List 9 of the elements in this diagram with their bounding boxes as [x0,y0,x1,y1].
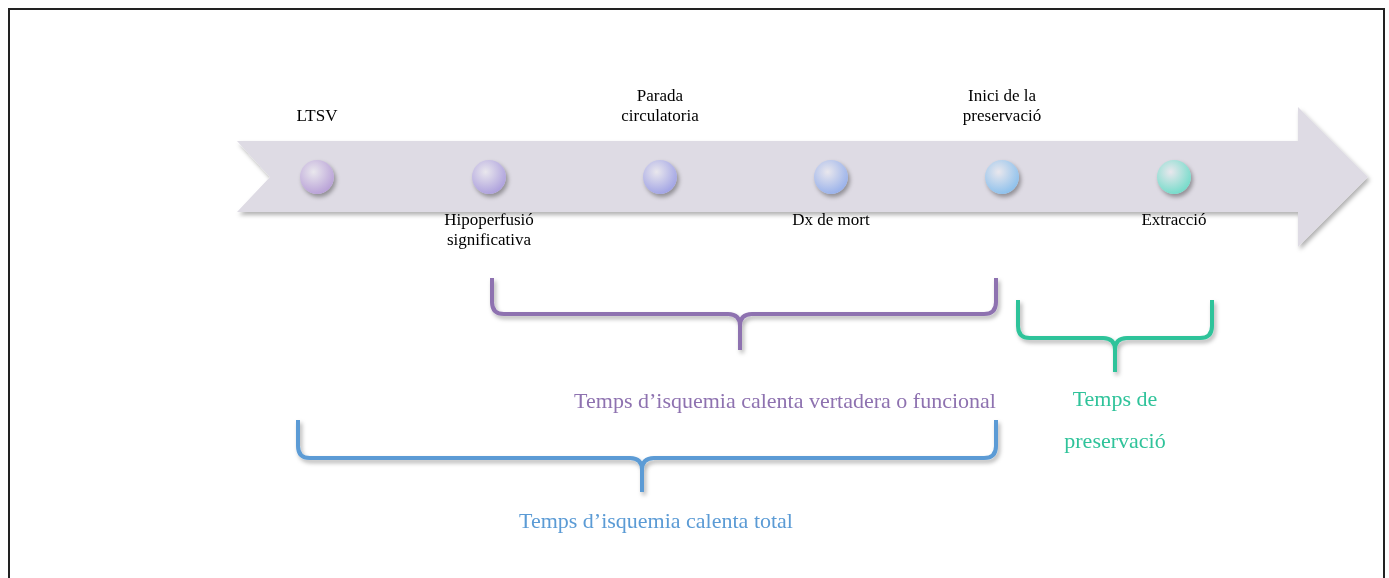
timeline-label: Parada circulatoria [620,86,700,126]
timeline-label: LTSV [296,106,338,126]
brace-label: Temps de preservació [1063,385,1167,455]
timeline-label: Dx de mort [792,210,870,230]
brace-label: Temps d’isquemia calenta vertadera o funcional [573,387,997,415]
timeline-label: Inici de la preservació [961,86,1043,126]
timeline-label: Hipoperfusió significativa [443,210,535,250]
timeline-label: Extracció [1141,210,1207,230]
brace-label: Temps d’isquemia calenta total [518,507,794,535]
